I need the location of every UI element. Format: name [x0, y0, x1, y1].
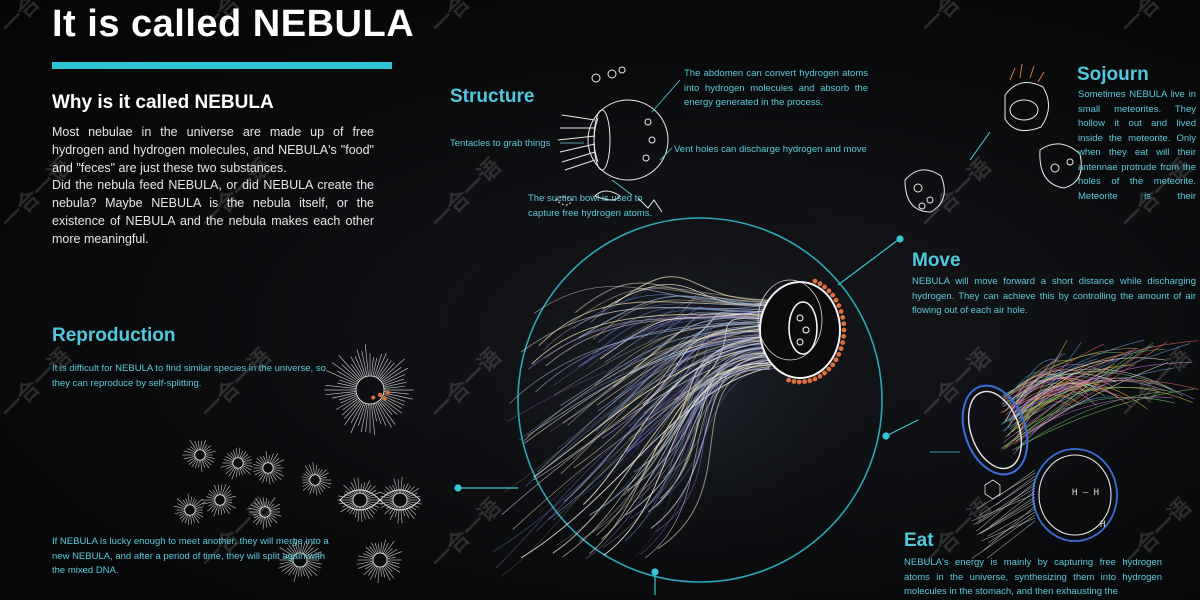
- svg-text:一合一语: 一合一语: [916, 154, 997, 235]
- creature-body: [757, 279, 841, 379]
- eat-diagram: [930, 339, 1199, 559]
- reproduction-diagram: [173, 344, 422, 584]
- svg-text:一合一语: 一合一语: [1116, 344, 1197, 425]
- why-heading: Why is it called NEBULA: [52, 92, 274, 113]
- svg-text:一合一语: 一合一语: [426, 0, 507, 39]
- structure-heading: Structure: [450, 86, 535, 107]
- svg-text:一合一语: 一合一语: [916, 0, 997, 39]
- reproduction-text-2: If NEBULA is lucky enough to meet anothe…: [52, 536, 329, 576]
- molecule-label-h: H: [1100, 520, 1106, 530]
- why-paragraph-2: Did the nebula feed NEBULA, or did NEBUL…: [52, 178, 374, 246]
- move-heading: Move: [912, 250, 961, 271]
- structure-vent-label: Vent holes can discharge hydrogen and mo…: [674, 144, 867, 155]
- svg-text:一合一语: 一合一语: [426, 154, 507, 235]
- reproduction-text-1: It is difficult for NEBULA to find simil…: [52, 363, 326, 389]
- molecule-label-hh: H — H: [1072, 488, 1100, 498]
- sojourn-heading: Sojourn: [1077, 64, 1149, 85]
- sojourn-text: Sometimes NEBULA live in small meteorite…: [1078, 89, 1196, 206]
- svg-text:一合一语: 一合一语: [1116, 0, 1197, 39]
- eat-text: NEBULA's energy is mainly by capturing f…: [904, 557, 1162, 597]
- structure-diagram: [555, 66, 669, 213]
- eat-heading: Eat: [904, 530, 934, 551]
- structure-tentacles-label: Tentacles to grab things: [450, 138, 551, 149]
- reproduction-heading: Reproduction: [52, 325, 176, 346]
- sojourn-meteorites: [904, 63, 1082, 213]
- main-creature-orbit: [517, 217, 883, 583]
- title-underline: [52, 62, 392, 69]
- page-title: It is called NEBULA: [52, 3, 415, 45]
- why-paragraph-1: Most nebulae in the universe are made up…: [52, 125, 374, 175]
- tentacle-streams: [492, 276, 778, 577]
- structure-suction-label: The suction bowl is used to capture free…: [528, 193, 653, 219]
- creature-fringe: [786, 278, 847, 385]
- structure-abdomen-label: The abdomen can convert hydrogen atoms i…: [684, 68, 868, 108]
- move-text: NEBULA will move forward a short distanc…: [912, 276, 1196, 316]
